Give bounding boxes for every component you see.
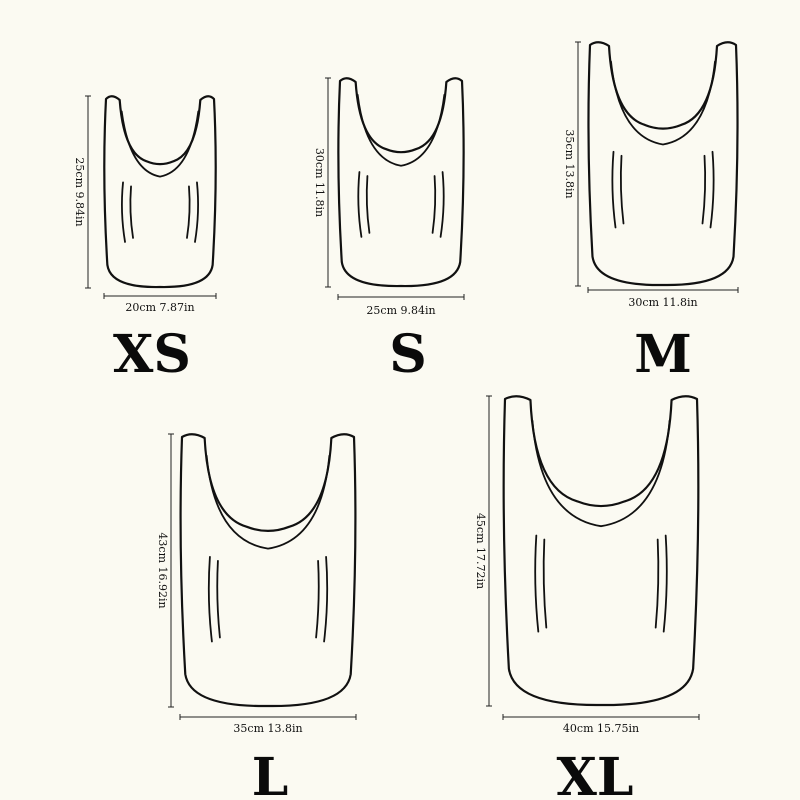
bag-outline (502, 395, 700, 707)
bag-fold-left-1 (207, 555, 213, 643)
width-label: 20cm 7.87in (125, 301, 194, 314)
bag-fold-right-2 (654, 538, 660, 629)
bag-fold-left-2 (216, 559, 221, 639)
bag-outline (103, 95, 217, 289)
bag-fold-right-1 (662, 534, 668, 633)
bag-collar-fold (356, 93, 446, 167)
bag-fold-right-2 (431, 175, 437, 234)
width-label: 40cm 15.75in (563, 722, 639, 735)
size-label-s: S (389, 324, 427, 385)
bag-fold-left-1 (534, 534, 540, 633)
bag-collar-fold (205, 454, 331, 550)
bag-fold-left-1 (611, 150, 617, 229)
bag-fold-left-1 (121, 181, 126, 243)
bag-fold-right-2 (315, 559, 320, 639)
size-label-xs: XS (113, 324, 191, 385)
bag-fold-left-2 (542, 538, 548, 629)
height-label: 43cm 16.92in (156, 532, 169, 608)
bag-outline (587, 41, 739, 287)
bag-fold-left-2 (129, 185, 134, 239)
height-label: 25cm 9.84in (73, 157, 86, 226)
width-label: 30cm 11.8in (628, 296, 697, 309)
height-label: 30cm 11.8in (313, 148, 326, 217)
size-label-xl: XL (557, 747, 634, 800)
bag-fold-right-1 (323, 555, 329, 643)
bag-outline (337, 77, 465, 288)
bag-fold-right-2 (186, 185, 191, 239)
bag-fold-right-2 (701, 154, 707, 225)
height-label: 45cm 17.72in (474, 513, 487, 589)
bag-collar-fold (531, 419, 671, 528)
width-label: 35cm 13.8in (233, 722, 302, 735)
bag-fold-left-2 (619, 154, 625, 225)
size-label-m: M (634, 324, 692, 385)
bag-fold-right-1 (709, 150, 715, 229)
bag-collar-fold (120, 110, 200, 178)
bag-fold-left-2 (365, 175, 371, 234)
bag-fold-left-1 (357, 171, 363, 238)
bag-collar-fold (610, 60, 716, 146)
height-label: 35cm 13.8in (563, 129, 576, 198)
size-label-l: L (252, 747, 289, 800)
bag-fold-right-1 (439, 171, 445, 238)
width-label: 25cm 9.84in (366, 304, 435, 317)
bag-fold-right-1 (194, 181, 199, 243)
bag-outline (179, 433, 357, 708)
